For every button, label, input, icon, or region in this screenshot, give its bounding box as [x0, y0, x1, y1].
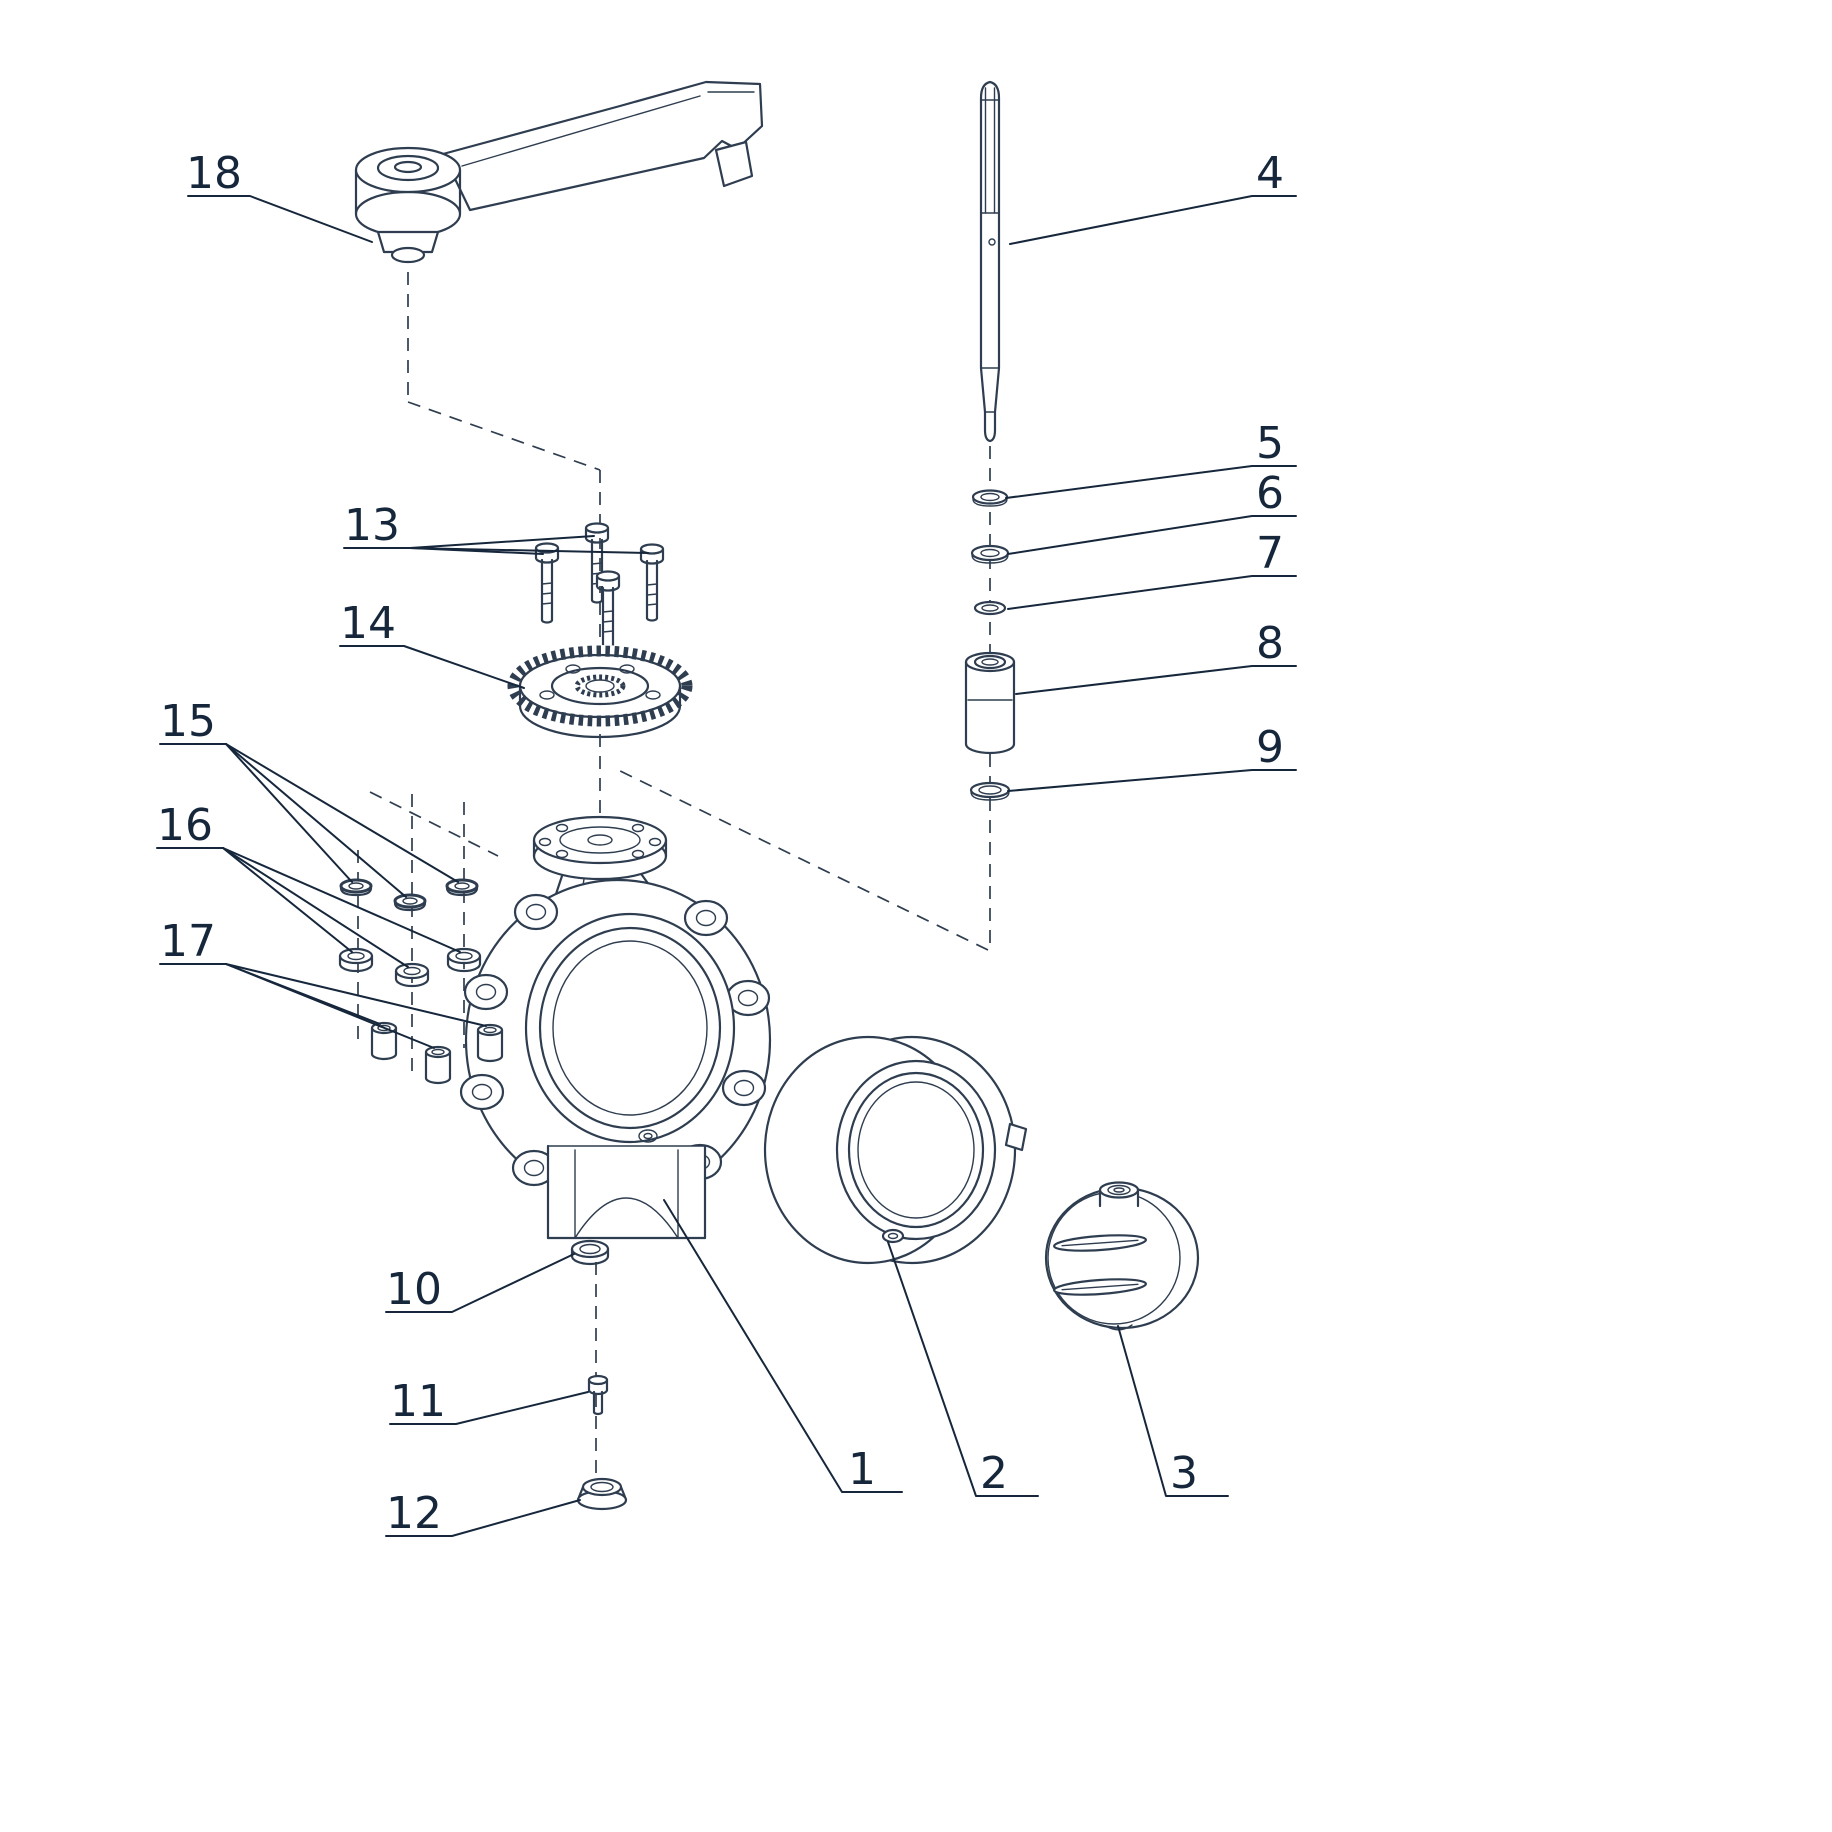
part-label-17: 17: [160, 916, 216, 967]
valve-body-lugs: [459, 893, 771, 1187]
hand-lever-drawing: [354, 80, 764, 264]
part-label-10: 10: [386, 1264, 442, 1315]
washer-5-drawing: [971, 489, 1009, 507]
part-label-1: 1: [848, 1444, 876, 1495]
part-labels: 18 4 5 6 7 8 9 13 14 15 16 17 10 11 12 1…: [157, 148, 1284, 1539]
washer-6-drawing: [970, 544, 1010, 564]
disc-drawing: [1044, 1181, 1200, 1331]
valve-body-drawing: [459, 815, 772, 1240]
part-label-11: 11: [390, 1376, 446, 1427]
part-label-6: 6: [1256, 468, 1284, 519]
o-ring-9-drawing: [969, 781, 1011, 801]
mounting-flange-drawing: [507, 645, 693, 739]
part-label-3: 3: [1170, 1448, 1198, 1499]
part-label-15: 15: [160, 696, 216, 747]
part-label-8: 8: [1256, 618, 1284, 669]
part-label-14: 14: [340, 598, 396, 649]
part-label-13: 13: [344, 500, 400, 551]
part-label-16: 16: [157, 800, 213, 851]
centerlines: [357, 272, 991, 1476]
part-label-9: 9: [1256, 722, 1284, 773]
bushing-8-drawing: [964, 651, 1016, 755]
bushings-17-drawing: [370, 1021, 504, 1085]
o-ring-7-drawing: [973, 600, 1007, 616]
seat-ring-drawing: [763, 1035, 1028, 1265]
part-label-18: 18: [186, 148, 242, 199]
cap-drawing: [576, 1477, 628, 1511]
part-label-4: 4: [1256, 148, 1284, 199]
leader-lines: [156, 195, 1297, 1537]
screw-drawing: [587, 1374, 609, 1416]
stem-drawing: [979, 80, 1001, 443]
part-label-7: 7: [1256, 528, 1284, 579]
bolts-13-drawing: [534, 522, 665, 649]
part-label-5: 5: [1256, 418, 1284, 469]
washers-15-drawing: [339, 878, 479, 912]
part-label-12: 12: [386, 1488, 442, 1539]
part-label-2: 2: [980, 1448, 1008, 1499]
lock-nut-drawing: [570, 1239, 610, 1266]
nuts-16-drawing: [338, 947, 482, 988]
